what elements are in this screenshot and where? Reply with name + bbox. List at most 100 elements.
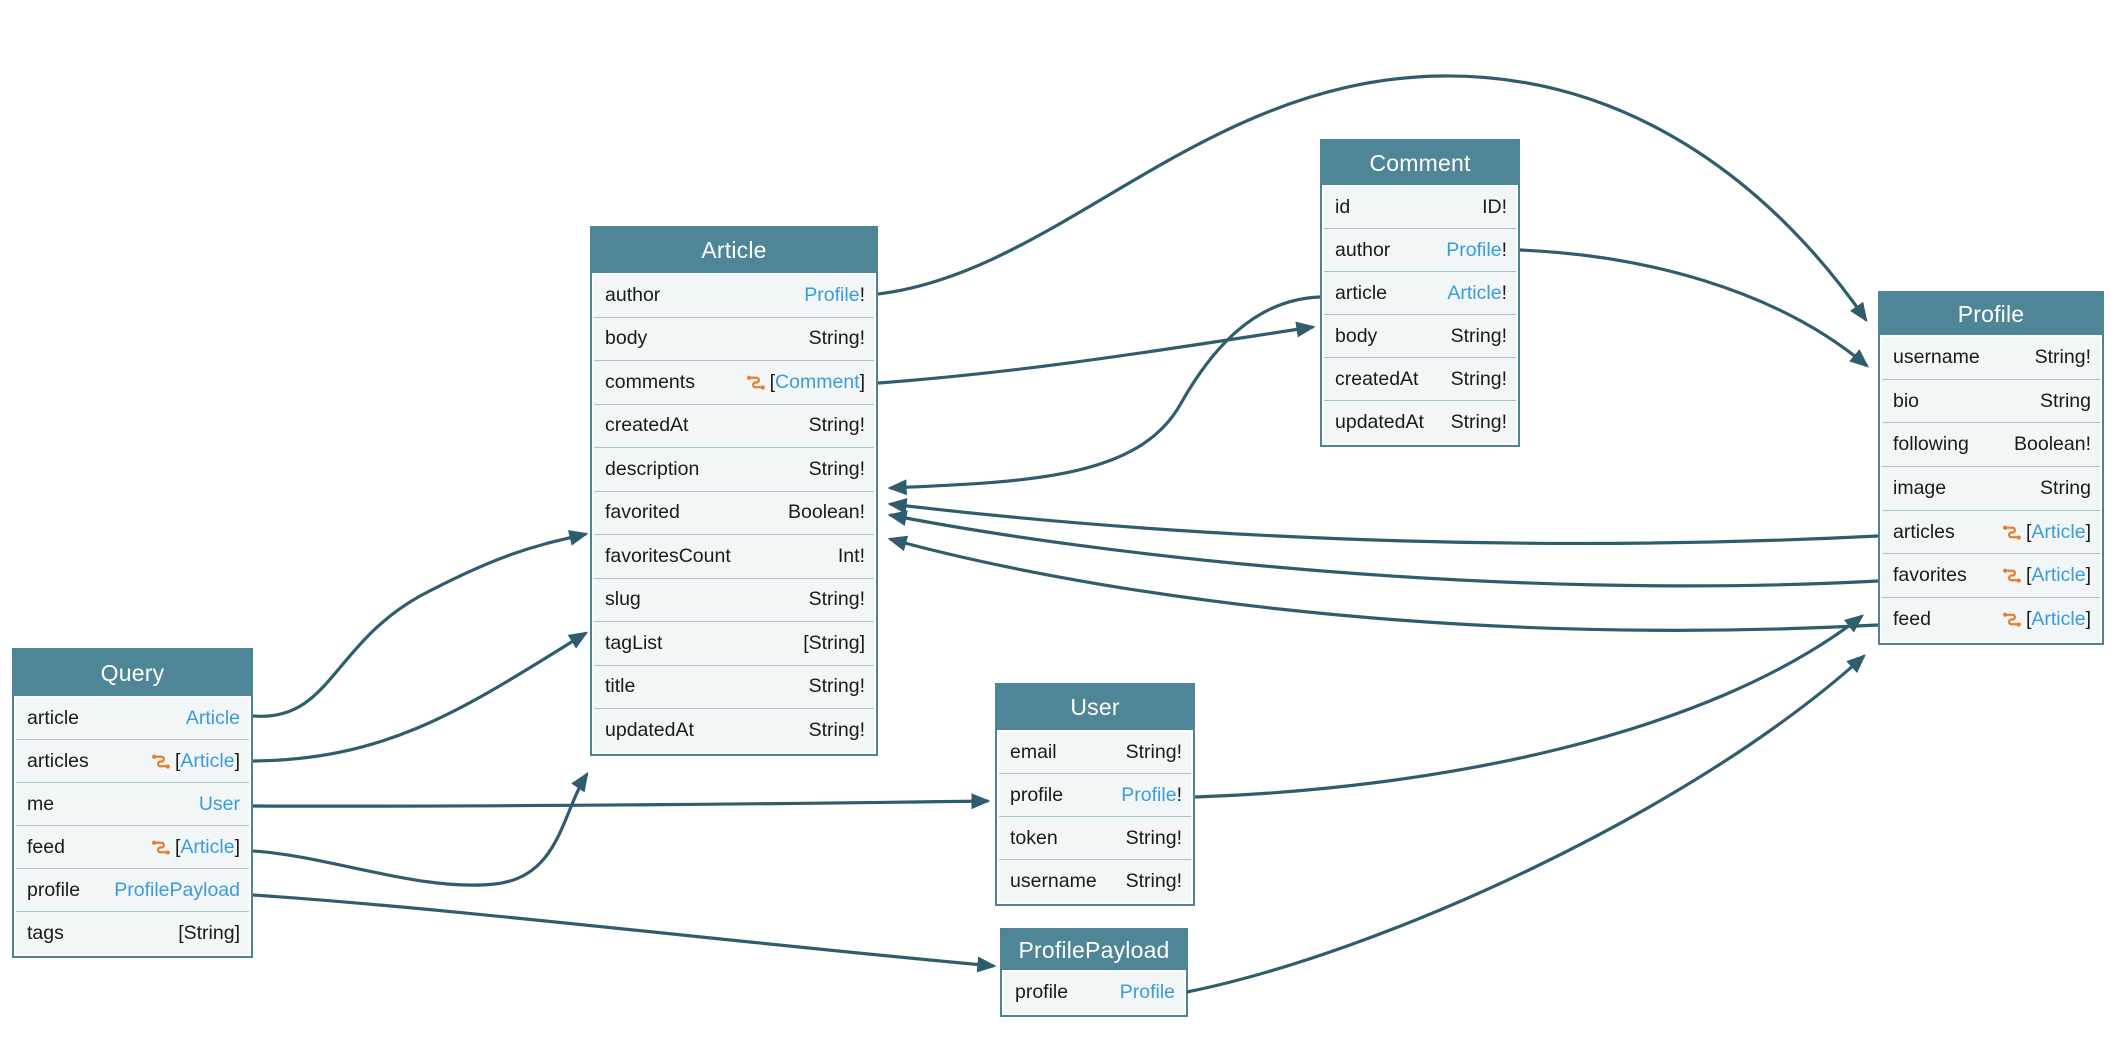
type-link-profilepayload[interactable]: ProfilePayload <box>114 878 240 901</box>
field-row-article-createdat[interactable]: createdAt String! <box>594 403 874 447</box>
type-link-article[interactable]: Article <box>1447 281 1502 304</box>
scalar-type: String <box>808 327 860 350</box>
type-header-query[interactable]: Query <box>14 650 251 696</box>
scalar-type: String <box>183 921 235 944</box>
field-type: String! <box>809 327 865 350</box>
field-name: createdAt <box>605 414 689 437</box>
edge-comment-article <box>887 295 1321 496</box>
scalar-type: String <box>1450 367 1502 390</box>
type-link-user[interactable]: User <box>198 792 240 815</box>
list-connection-icon <box>746 375 765 390</box>
field-row-query-feed[interactable]: feed[Article] <box>16 825 249 868</box>
field-name: updatedAt <box>1335 410 1424 433</box>
field-type: [Article] <box>2002 608 2091 631</box>
field-row-query-tags[interactable]: tags[String] <box>16 911 249 954</box>
field-type: [String] <box>803 632 865 655</box>
list-bracket-open: [ <box>803 631 809 654</box>
scalar-type: String <box>2034 346 2086 369</box>
field-name: createdAt <box>1335 367 1419 390</box>
type-header-comment[interactable]: Comment <box>1322 141 1518 185</box>
field-row-query-articles[interactable]: articles[Article] <box>16 739 249 782</box>
field-name: slug <box>605 588 641 611</box>
type-link-profile[interactable]: Profile <box>804 284 860 307</box>
required-mark: ! <box>859 457 865 480</box>
edge-article-comments <box>877 321 1316 385</box>
list-bracket-open: [ <box>174 835 181 858</box>
type-link-article[interactable]: Article <box>2031 607 2086 630</box>
field-row-article-description[interactable]: description String! <box>594 447 874 491</box>
required-mark: ! <box>859 588 865 611</box>
list-connection-icon <box>2003 525 2021 540</box>
required-mark: ! <box>859 501 865 524</box>
field-type: Article <box>186 707 240 730</box>
type-link-article[interactable]: Article <box>180 835 235 858</box>
list-connection-icon <box>2003 568 2021 583</box>
type-header-profilepayload[interactable]: ProfilePayload <box>1002 930 1186 970</box>
scalar-type: String <box>1450 410 1502 433</box>
field-row-profile-articles[interactable]: articles[Article] <box>1882 509 2100 554</box>
list-bracket-close: ] <box>2085 520 2091 543</box>
type-link-article[interactable]: Article <box>180 749 235 772</box>
field-row-article-taglist[interactable]: tagList[String] <box>594 621 874 665</box>
type-link-article[interactable]: Article <box>185 707 240 729</box>
field-type: String! <box>2035 346 2091 369</box>
scalar-type: String <box>1450 324 1502 347</box>
field-row-comment-createdat[interactable]: createdAt String! <box>1324 357 1516 400</box>
list-bracket-close: ] <box>234 921 240 944</box>
field-type: Article! <box>1447 282 1507 305</box>
type-header-profile[interactable]: Profile <box>1880 293 2102 335</box>
type-link-article[interactable]: Article <box>2031 520 2086 543</box>
field-name: description <box>605 457 700 480</box>
edge-profile-feed <box>887 535 1879 632</box>
required-mark: ! <box>2085 346 2091 369</box>
field-type: String! <box>1126 827 1182 850</box>
type-link-article[interactable]: Article <box>2031 564 2086 587</box>
required-mark: ! <box>859 718 865 741</box>
field-type: [Article] <box>151 750 240 773</box>
field-row-profile-feed[interactable]: feed[Article] <box>1882 597 2100 641</box>
field-row-profile-favorites[interactable]: favorites[Article] <box>1882 553 2100 598</box>
scalar-type: ID <box>1482 196 1502 218</box>
required-mark: ! <box>1501 367 1507 390</box>
scalar-type: Int <box>837 544 860 567</box>
type-header-user[interactable]: User <box>997 685 1193 730</box>
scalar-type: String <box>808 457 860 480</box>
type-header-article[interactable]: Article <box>592 228 876 273</box>
field-type: String! <box>809 414 865 437</box>
type-link-comment[interactable]: Comment <box>775 370 860 393</box>
field-type: Boolean! <box>788 501 865 524</box>
type-link-profile[interactable]: Profile <box>1446 238 1502 261</box>
field-row-article-comments[interactable]: comments[Comment] <box>594 360 874 404</box>
type-link-profile[interactable]: Profile <box>1121 783 1177 806</box>
field-name: username <box>1010 869 1097 892</box>
required-mark: ! <box>1176 826 1182 849</box>
field-name: id <box>1335 196 1351 218</box>
type-link-profile[interactable]: Profile <box>1119 981 1175 1003</box>
